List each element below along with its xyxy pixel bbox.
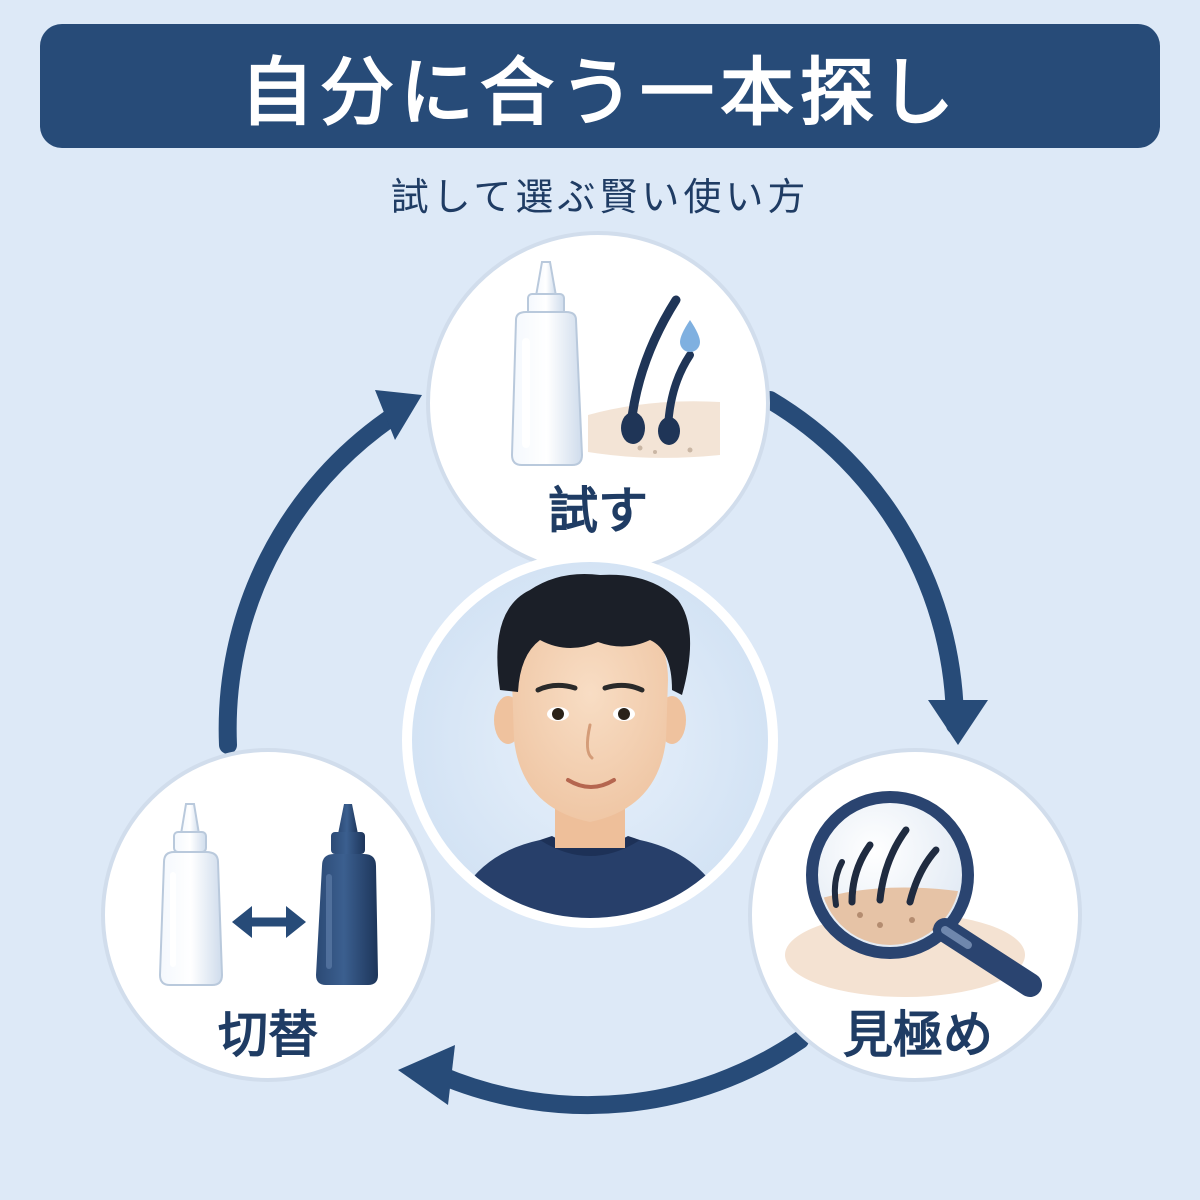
- step-label-switch: 切替: [218, 1006, 318, 1064]
- cycle-arrow-switch-to-try: [218, 390, 422, 754]
- man-portrait-icon: [402, 552, 778, 928]
- cycle-arrow-try-to-judge: [761, 391, 988, 745]
- page-title: 自分に合う一本探し: [240, 49, 960, 136]
- step-switch-node: [101, 748, 435, 1082]
- step-label-try: 試す: [548, 482, 648, 540]
- page-subtitle: 試して選ぶ賢い使い方: [390, 175, 810, 219]
- step-judge-node: [748, 748, 1082, 1082]
- bottle-and-hair-icon: [510, 261, 720, 466]
- cycle-arrow-judge-to-switch: [398, 1031, 809, 1115]
- title-banner: 自分に合う一本探し: [40, 24, 1160, 148]
- bottle-swap-icon: [158, 803, 378, 986]
- step-label-judge: 見極め: [843, 1006, 993, 1064]
- step-try-node: [426, 231, 770, 575]
- magnifier-scalp-icon: [785, 791, 1042, 997]
